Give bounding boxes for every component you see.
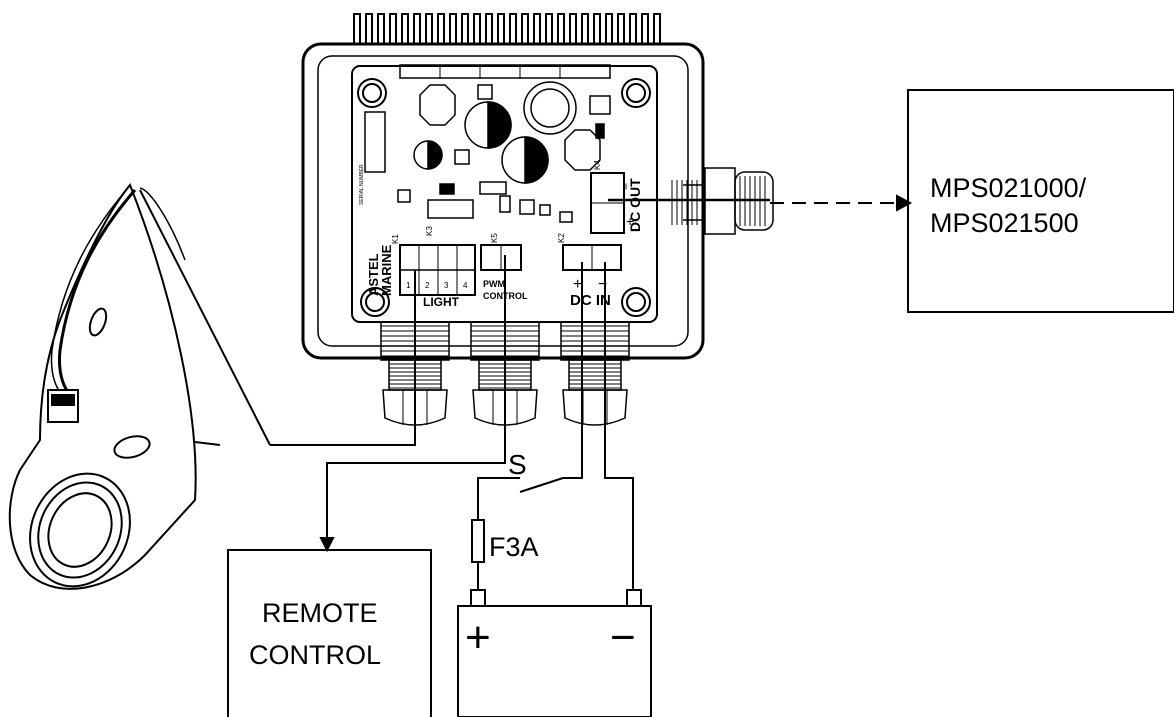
connector-k4: K4 [593, 160, 602, 170]
pwm-label-line2: CONTROL [483, 291, 528, 301]
light-label: LIGHT [423, 295, 460, 309]
mps-label-line2: MPS021500 [930, 208, 1079, 238]
mps-label-line1: MPS021000/ [930, 173, 1087, 203]
wiring [139, 189, 913, 590]
pin-4: 4 [463, 281, 468, 290]
brand-line1: ASTEL [366, 253, 381, 296]
fuse-label: F3A [489, 532, 539, 562]
mps-box [907, 89, 1174, 313]
gland-cap [382, 389, 448, 426]
battery-minus-label: − [610, 613, 636, 662]
remote-control-box [227, 549, 432, 717]
remote-label-line1: REMOTE [262, 598, 378, 628]
heatsink [353, 13, 666, 45]
gland-cap [562, 389, 628, 426]
dc-in-minus: − [598, 276, 607, 293]
pin-1: 1 [406, 281, 411, 290]
connector-k5: K5 [490, 233, 499, 243]
dc-out-plus: + [626, 213, 634, 229]
battery [457, 589, 652, 717]
dc-in-plus: + [573, 276, 582, 293]
connector-k1: K1 [391, 234, 400, 244]
pin-3: 3 [444, 281, 449, 290]
connector-k2: K2 [557, 233, 566, 243]
gland-3 [560, 321, 630, 426]
remote-label-line2: CONTROL [249, 640, 381, 670]
pin-2: 2 [425, 281, 430, 290]
battery-plus-label: + [465, 613, 491, 662]
fuse [471, 519, 485, 563]
heatsink-fins [353, 13, 666, 45]
gland-cap [472, 389, 538, 426]
connector-k3: K3 [425, 226, 434, 236]
serial-number-label: SERIAL NUMBER [359, 164, 365, 205]
dc-in-label: DC IN [570, 292, 611, 309]
underwater-lamp [8, 183, 221, 590]
dc-out-label: DC OUT [627, 178, 643, 232]
dc-out-minus: − [619, 183, 633, 190]
pcb-components [364, 81, 625, 296]
brand-line2: MARINE [379, 244, 394, 296]
pwm-label-line1: PWM [483, 279, 505, 289]
switch-label: S [508, 449, 527, 480]
